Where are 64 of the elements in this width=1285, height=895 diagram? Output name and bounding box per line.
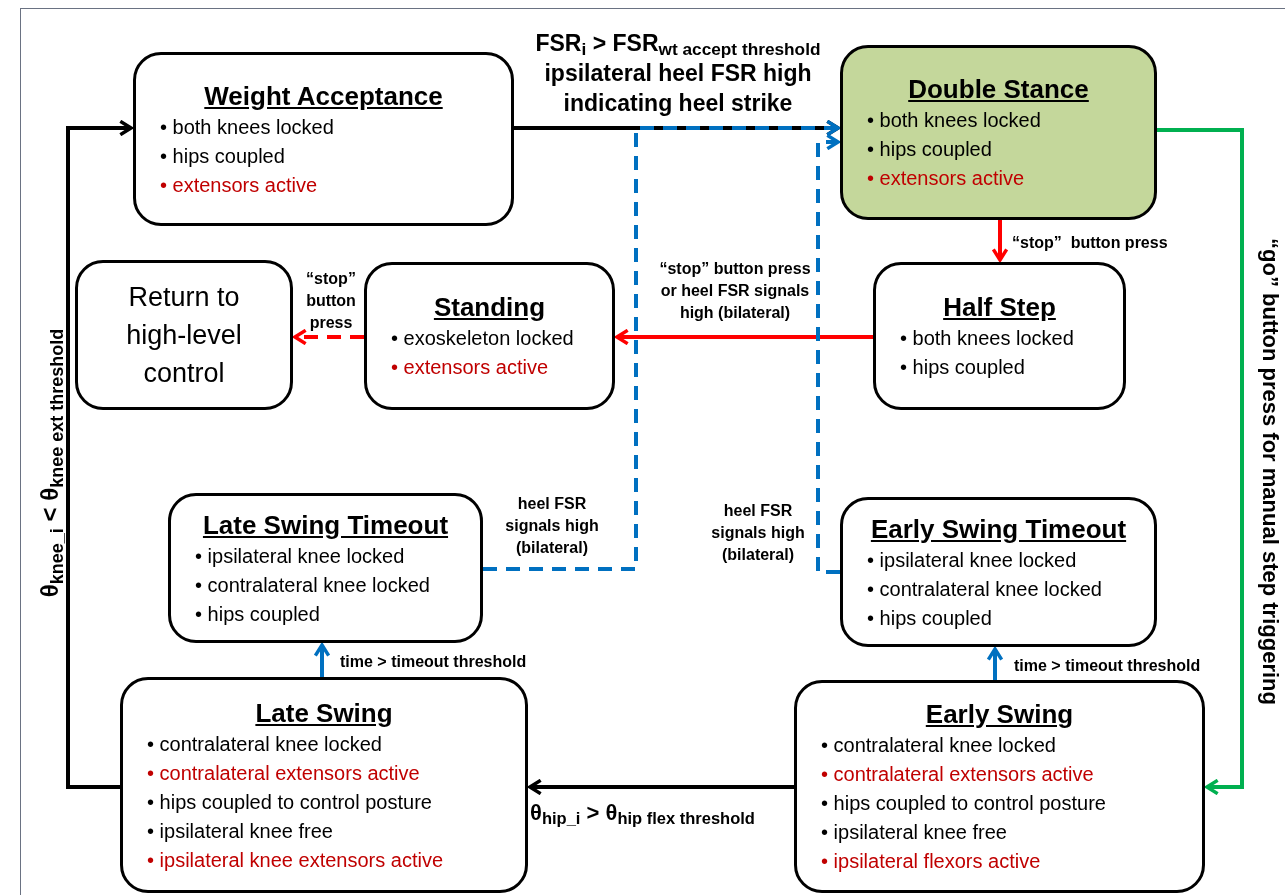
bullet-item: • both knees locked (160, 114, 335, 140)
state-box (168, 493, 483, 643)
edge-label: heel FSR signals high (bilateral) (504, 494, 600, 558)
bullet-item: • ipsilateral knee locked (867, 547, 1078, 573)
state-title: Standing (433, 291, 546, 324)
bullet-item: • contralateral extensors active (147, 760, 421, 786)
bullet-item: • hips coupled (867, 605, 993, 631)
edge-label: “stop” button press or heel FSR signals high (bilateral) (658, 259, 812, 323)
bullet-item: • exoskeleton locked (391, 326, 575, 351)
state-box (75, 260, 293, 410)
arrow (66, 119, 133, 789)
arrow (483, 119, 840, 571)
arrow (1157, 128, 1244, 796)
edge-label: FSR$_{i}$ > FSR$_{wt accept threshold}$ ipsilateral heel FSR high indicating heel strike (534, 29, 822, 118)
edge-label: “go” button press for manual step triggering (1256, 237, 1284, 707)
bullet-item: • both knees locked (900, 326, 1075, 351)
bullet-item: • extensors active (391, 355, 550, 380)
state-title: Late Swing Timeout (202, 508, 449, 542)
bullet-item: • hips coupled (195, 601, 321, 627)
edge-label: time > timeout threshold (1014, 656, 1202, 676)
bullet-item: • hips coupled to control posture (821, 791, 1107, 816)
arrow (293, 328, 364, 346)
bullet-item: • ipsilateral flexors active (821, 849, 1042, 874)
bullet-item: • contralateral knee locked (195, 572, 431, 598)
bullet-item: • hips coupled (900, 355, 1026, 380)
state-box (364, 262, 615, 410)
bullet-item: • contralateral knee locked (867, 576, 1103, 602)
bullet-item: • hips coupled (867, 137, 993, 162)
state-title: Weight Acceptance (204, 79, 443, 113)
state-box (794, 680, 1205, 893)
bullet-item: • ipsilateral knee locked (195, 543, 406, 569)
arrow (313, 643, 331, 677)
state-box (133, 52, 514, 226)
state-title: Early Swing Timeout (870, 512, 1127, 546)
state-box (840, 497, 1157, 647)
arrow (991, 220, 1009, 262)
edge-label: “stop” button press (1012, 233, 1169, 253)
arrow (816, 133, 840, 574)
bullet-item: • hips coupled to control posture (147, 789, 433, 815)
edge-label: “stop” button press (305, 269, 357, 333)
state-title: Late Swing (255, 696, 393, 730)
bullet-item: • ipsilateral knee free (821, 820, 1008, 845)
arrow (986, 647, 1004, 680)
state-title: Double Stance (908, 73, 1089, 106)
bullet-item: • extensors active (160, 172, 319, 198)
arrow (528, 778, 794, 796)
state-title: Half Step (943, 291, 1056, 324)
bullet-item: • contralateral knee locked (147, 731, 383, 757)
edge-label: heel FSR signals high (bilateral) (710, 501, 806, 565)
state-box (873, 262, 1126, 410)
state-title: Early Swing (925, 698, 1074, 731)
bullet-item: • extensors active (867, 166, 1026, 191)
state-box (120, 677, 528, 893)
bullet-item: • ipsilateral knee free (147, 818, 334, 844)
state-title: Return to high-level control (125, 281, 243, 390)
edge-label: θ$_{hip_i}$ > θ$_{hip flex threshold}$ (530, 800, 756, 826)
bullet-item: • contralateral knee locked (821, 733, 1057, 758)
edge-label: time > timeout threshold (340, 652, 528, 672)
state-box (840, 45, 1157, 220)
bullet-item: • hips coupled (160, 143, 286, 169)
bullet-item: • ipsilateral knee extensors active (147, 847, 445, 873)
bullet-item: • both knees locked (867, 108, 1042, 133)
bullet-item: • contralateral extensors active (821, 762, 1095, 787)
arrow (615, 328, 873, 346)
